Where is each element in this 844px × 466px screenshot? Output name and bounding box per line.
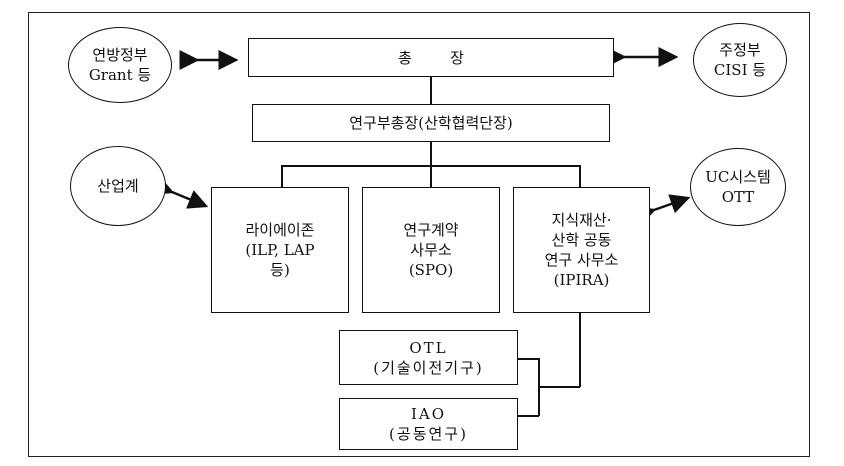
ipira-line1: 지식재산· bbox=[551, 211, 612, 229]
ipira-box: 지식재산· 산학 공동 연구 사무소 (IPIRA) bbox=[513, 187, 650, 313]
uc-line1: UC시스템 bbox=[705, 168, 771, 186]
diagram-frame bbox=[28, 12, 810, 457]
connector-ipira-down bbox=[579, 313, 581, 387]
connector-president-vp bbox=[430, 77, 432, 104]
connector-bracket-vertical bbox=[538, 358, 540, 416]
federal-line1: 연방정부 bbox=[92, 46, 148, 64]
iao-line2: (공동연구) bbox=[389, 425, 468, 443]
connector-bracket-otl bbox=[518, 358, 539, 360]
vice-president-box: 연구부총장(산학협력단장) bbox=[252, 104, 610, 142]
industry-line1: 산업계 bbox=[97, 177, 139, 195]
federal-government-circle: 연방정부 Grant 등 bbox=[68, 27, 172, 103]
connector-branch-middle bbox=[430, 165, 432, 187]
spo-line1: 연구계약 bbox=[403, 221, 459, 239]
federal-line2: Grant 등 bbox=[88, 66, 152, 84]
otl-line2: (기술이전기구) bbox=[373, 358, 484, 377]
liaison-line1: 라이에이존 bbox=[245, 221, 315, 239]
ipira-line4: (IPIRA) bbox=[553, 271, 610, 289]
state-line2: CISI 등 bbox=[713, 61, 767, 79]
liaison-line3: 등) bbox=[270, 261, 290, 279]
state-government-circle: 주정부 CISI 등 bbox=[693, 23, 787, 97]
ipira-line2: 산학 공동 bbox=[551, 231, 612, 249]
vice-president-label: 연구부총장(산학협력단장) bbox=[349, 114, 513, 132]
liaison-box: 라이에이존 (ILP, LAP 등) bbox=[211, 187, 349, 313]
double-arrow-industry bbox=[152, 176, 209, 209]
uc-system-circle: UC시스템 OTT bbox=[690, 148, 786, 226]
spo-line2: 사무소 bbox=[410, 241, 452, 259]
iao-line1: IAO bbox=[410, 405, 447, 423]
industry-circle: 산업계 bbox=[70, 146, 166, 226]
connector-vp-branch bbox=[430, 142, 432, 166]
connector-bracket-iao bbox=[518, 415, 539, 417]
president-box: 총 장 bbox=[248, 38, 614, 77]
connector-bottom-horizontal bbox=[538, 386, 580, 388]
double-arrow-uc bbox=[634, 194, 691, 226]
spo-box: 연구계약 사무소 (SPO) bbox=[362, 187, 500, 313]
otl-box: OTL (기술이전기구) bbox=[339, 330, 518, 385]
connector-branch-left bbox=[281, 165, 283, 187]
uc-line2: OTT bbox=[721, 188, 755, 206]
spo-line3: (SPO) bbox=[408, 261, 454, 279]
otl-line1: OTL bbox=[409, 338, 448, 357]
iao-box: IAO (공동연구) bbox=[339, 398, 518, 450]
president-label: 총 장 bbox=[398, 48, 464, 67]
connector-branch-right bbox=[579, 165, 581, 187]
ipira-line3: 연구 사무소 bbox=[544, 251, 619, 269]
liaison-line2: (ILP, LAP bbox=[245, 241, 315, 259]
state-line1: 주정부 bbox=[719, 41, 761, 59]
